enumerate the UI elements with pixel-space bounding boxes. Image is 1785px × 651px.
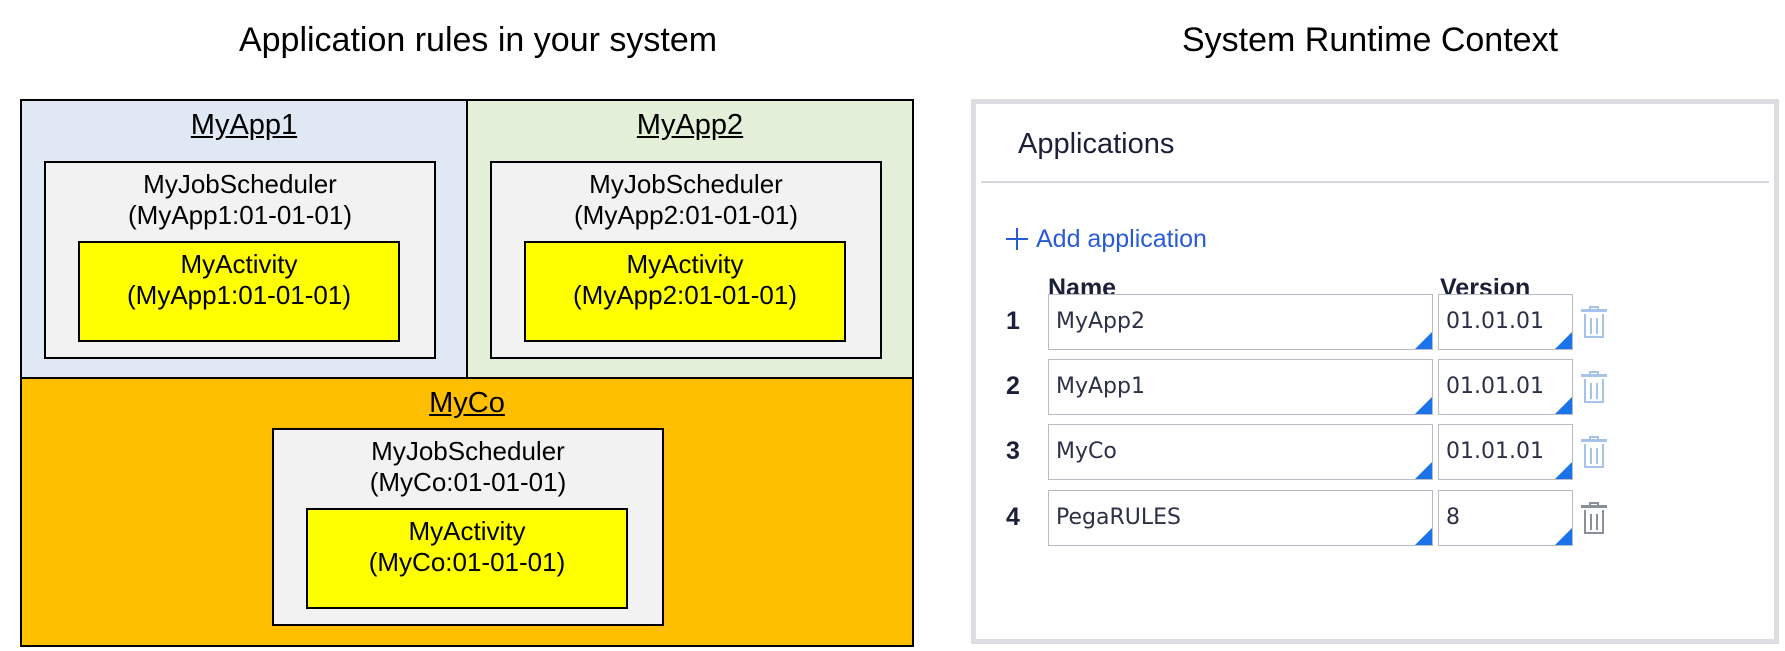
delete-trash-icon[interactable] (1581, 502, 1607, 534)
region-title: MyApp1 (190, 109, 298, 141)
divider (981, 181, 1769, 183)
delete-trash-icon[interactable] (1581, 436, 1607, 468)
application-name-field[interactable]: MyApp2 (1048, 294, 1433, 350)
resize-handle-icon[interactable] (1415, 397, 1432, 414)
activity-version: (MyApp2:01-01-01) (573, 280, 797, 310)
activity-version: (MyApp1:01-01-01) (127, 280, 351, 310)
scheduler-name: MyJobScheduler (143, 169, 337, 199)
region-title: MyApp2 (636, 109, 744, 141)
job-scheduler-box: MyJobScheduler (MyCo:01-01-01) MyActivit… (272, 428, 664, 626)
application-name-field[interactable]: MyCo (1048, 424, 1433, 480)
row-number: 4 (1006, 503, 1020, 531)
runtime-context-heading: System Runtime Context (1181, 21, 1559, 59)
application-name-value: MyCo (1056, 439, 1117, 464)
region-myapp1: MyApp1 MyJobScheduler (MyApp1:01-01-01) … (20, 99, 468, 379)
activity-name: MyActivity (180, 249, 298, 279)
application-name-value: MyApp1 (1056, 374, 1145, 399)
row-number: 3 (1006, 437, 1020, 465)
application-name-field[interactable]: PegaRULES (1048, 490, 1433, 546)
activity-name: MyActivity (626, 249, 744, 279)
row-number: 2 (1006, 372, 1020, 400)
activity-name: MyActivity (408, 516, 526, 546)
scheduler-name: MyJobScheduler (371, 436, 565, 466)
application-name-value: MyApp2 (1056, 309, 1145, 334)
resize-handle-icon[interactable] (1415, 528, 1432, 545)
job-scheduler-box: MyJobScheduler (MyApp1:01-01-01) MyActiv… (44, 161, 436, 359)
resize-handle-icon[interactable] (1555, 528, 1572, 545)
application-version-value: 8 (1446, 505, 1460, 530)
panel-title: Applications (1018, 128, 1175, 160)
application-version-value: 01.01.01 (1446, 439, 1544, 464)
region-myco: MyCo MyJobScheduler (MyCo:01-01-01) MyAc… (20, 377, 914, 647)
application-name-field[interactable]: MyApp1 (1048, 359, 1433, 415)
activity-box: MyActivity (MyApp2:01-01-01) (524, 241, 846, 342)
resize-handle-icon[interactable] (1555, 462, 1572, 479)
add-application-label: Add application (1036, 224, 1207, 253)
activity-box: MyActivity (MyApp1:01-01-01) (78, 241, 400, 342)
job-scheduler-box: MyJobScheduler (MyApp2:01-01-01) MyActiv… (490, 161, 882, 359)
resize-handle-icon[interactable] (1555, 332, 1572, 349)
add-application-button[interactable]: Add application (1006, 222, 1207, 256)
resize-handle-icon[interactable] (1415, 332, 1432, 349)
applications-panel: Applications Add application Name Versio… (971, 99, 1779, 644)
activity-version: (MyCo:01-01-01) (368, 547, 566, 577)
application-version-field[interactable]: 8 (1438, 490, 1573, 546)
application-row: 3 MyCo 01.01.01 (976, 424, 1774, 480)
activity-box: MyActivity (MyCo:01-01-01) (306, 508, 628, 609)
resize-handle-icon[interactable] (1555, 397, 1572, 414)
application-name-value: PegaRULES (1056, 505, 1181, 530)
application-row: 4 PegaRULES 8 (976, 490, 1774, 546)
scheduler-version: (MyApp1:01-01-01) (128, 200, 352, 230)
application-version-value: 01.01.01 (1446, 374, 1544, 399)
region-myapp2: MyApp2 MyJobScheduler (MyApp2:01-01-01) … (466, 99, 914, 379)
region-title: MyCo (429, 387, 505, 419)
rules-heading: Application rules in your system (238, 21, 718, 59)
application-version-value: 01.01.01 (1446, 309, 1544, 334)
scheduler-version: (MyCo:01-01-01) (369, 467, 567, 497)
application-version-field[interactable]: 01.01.01 (1438, 294, 1573, 350)
resize-handle-icon[interactable] (1415, 462, 1432, 479)
scheduler-name: MyJobScheduler (589, 169, 783, 199)
delete-trash-icon[interactable] (1581, 371, 1607, 403)
delete-trash-icon[interactable] (1581, 306, 1607, 338)
application-row: 2 MyApp1 01.01.01 (976, 359, 1774, 415)
application-version-field[interactable]: 01.01.01 (1438, 424, 1573, 480)
application-row: 1 MyApp2 01.01.01 (976, 294, 1774, 350)
application-version-field[interactable]: 01.01.01 (1438, 359, 1573, 415)
row-number: 1 (1006, 307, 1020, 335)
scheduler-version: (MyApp2:01-01-01) (574, 200, 798, 230)
plus-icon (1006, 228, 1028, 250)
